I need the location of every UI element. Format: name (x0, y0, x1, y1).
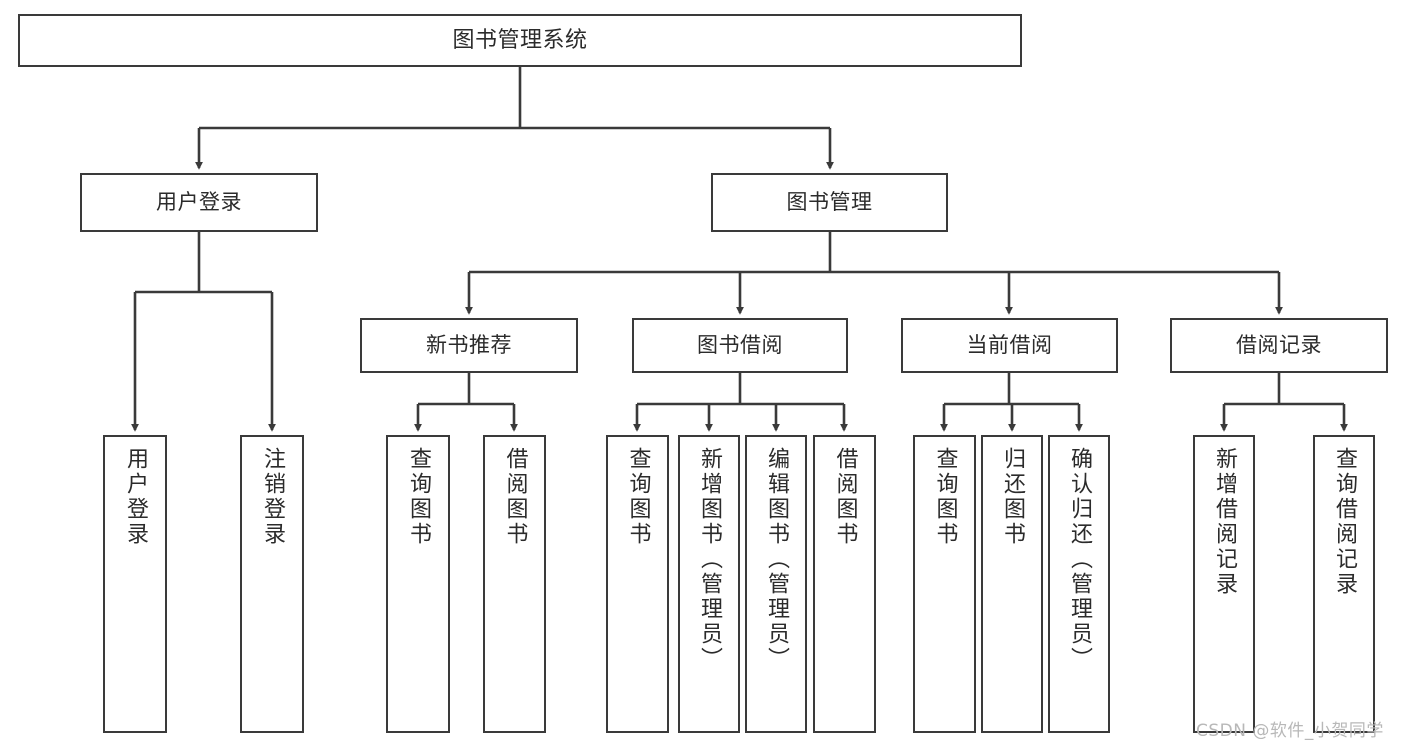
node-new-book-recommend[interactable]: 新书推荐 (360, 318, 578, 373)
leaf-user-login-label: 用户登录 (123, 447, 148, 547)
node-user-login-label: 用户登录 (156, 190, 242, 215)
leaf-query-book-borrow[interactable]: 查询图书 (606, 435, 669, 733)
node-book-borrow[interactable]: 图书借阅 (632, 318, 848, 373)
leaf-borrow-book[interactable]: 借阅图书 (813, 435, 876, 733)
leaf-add-borrow-record[interactable]: 新增借阅记录 (1193, 435, 1255, 733)
leaf-return-book-label: 归还图书 (1000, 447, 1025, 547)
node-user-login[interactable]: 用户登录 (80, 173, 318, 232)
leaf-logout-label: 注销登录 (260, 447, 285, 547)
leaf-query-book-rec[interactable]: 查询图书 (386, 435, 450, 733)
leaf-borrow-book-rec-label: 借阅图书 (502, 447, 528, 547)
node-book-borrow-label: 图书借阅 (697, 333, 783, 358)
node-current-borrow[interactable]: 当前借阅 (901, 318, 1118, 373)
leaf-edit-book-admin[interactable]: 编辑图书（管理员） (745, 435, 807, 733)
leaf-borrow-book-label: 借阅图书 (832, 447, 858, 547)
node-borrow-record-label: 借阅记录 (1236, 333, 1322, 358)
leaf-return-book[interactable]: 归还图书 (981, 435, 1043, 733)
leaf-query-borrow-record-label: 查询借阅记录 (1332, 447, 1357, 597)
leaf-add-borrow-record-label: 新增借阅记录 (1212, 447, 1237, 597)
leaf-confirm-return-admin[interactable]: 确认归还（管理员） (1048, 435, 1110, 733)
node-root[interactable]: 图书管理系统 (18, 14, 1022, 67)
leaf-borrow-book-rec[interactable]: 借阅图书 (483, 435, 546, 733)
node-borrow-record[interactable]: 借阅记录 (1170, 318, 1388, 373)
node-book-management-label: 图书管理 (786, 190, 873, 215)
leaf-query-book-current-label: 查询图书 (932, 447, 958, 547)
leaf-logout[interactable]: 注销登录 (240, 435, 304, 733)
leaf-query-book-current[interactable]: 查询图书 (913, 435, 976, 733)
leaf-confirm-return-admin-label: 确认归还（管理员） (1067, 447, 1092, 672)
node-new-book-recommend-label: 新书推荐 (426, 333, 512, 358)
leaf-query-book-borrow-label: 查询图书 (625, 447, 651, 547)
leaf-user-login[interactable]: 用户登录 (103, 435, 167, 733)
leaf-query-borrow-record[interactable]: 查询借阅记录 (1313, 435, 1375, 733)
leaf-add-book-admin[interactable]: 新增图书（管理员） (678, 435, 740, 733)
csdn-watermark: CSDN @软件_小贺同学 (1196, 721, 1384, 741)
leaf-add-book-admin-label: 新增图书（管理员） (697, 447, 722, 672)
node-current-borrow-label: 当前借阅 (966, 333, 1053, 358)
node-root-label: 图书管理系统 (452, 27, 588, 53)
leaf-query-book-rec-label: 查询图书 (406, 447, 431, 547)
node-book-management[interactable]: 图书管理 (711, 173, 948, 232)
leaf-edit-book-admin-label: 编辑图书（管理员） (764, 447, 789, 672)
